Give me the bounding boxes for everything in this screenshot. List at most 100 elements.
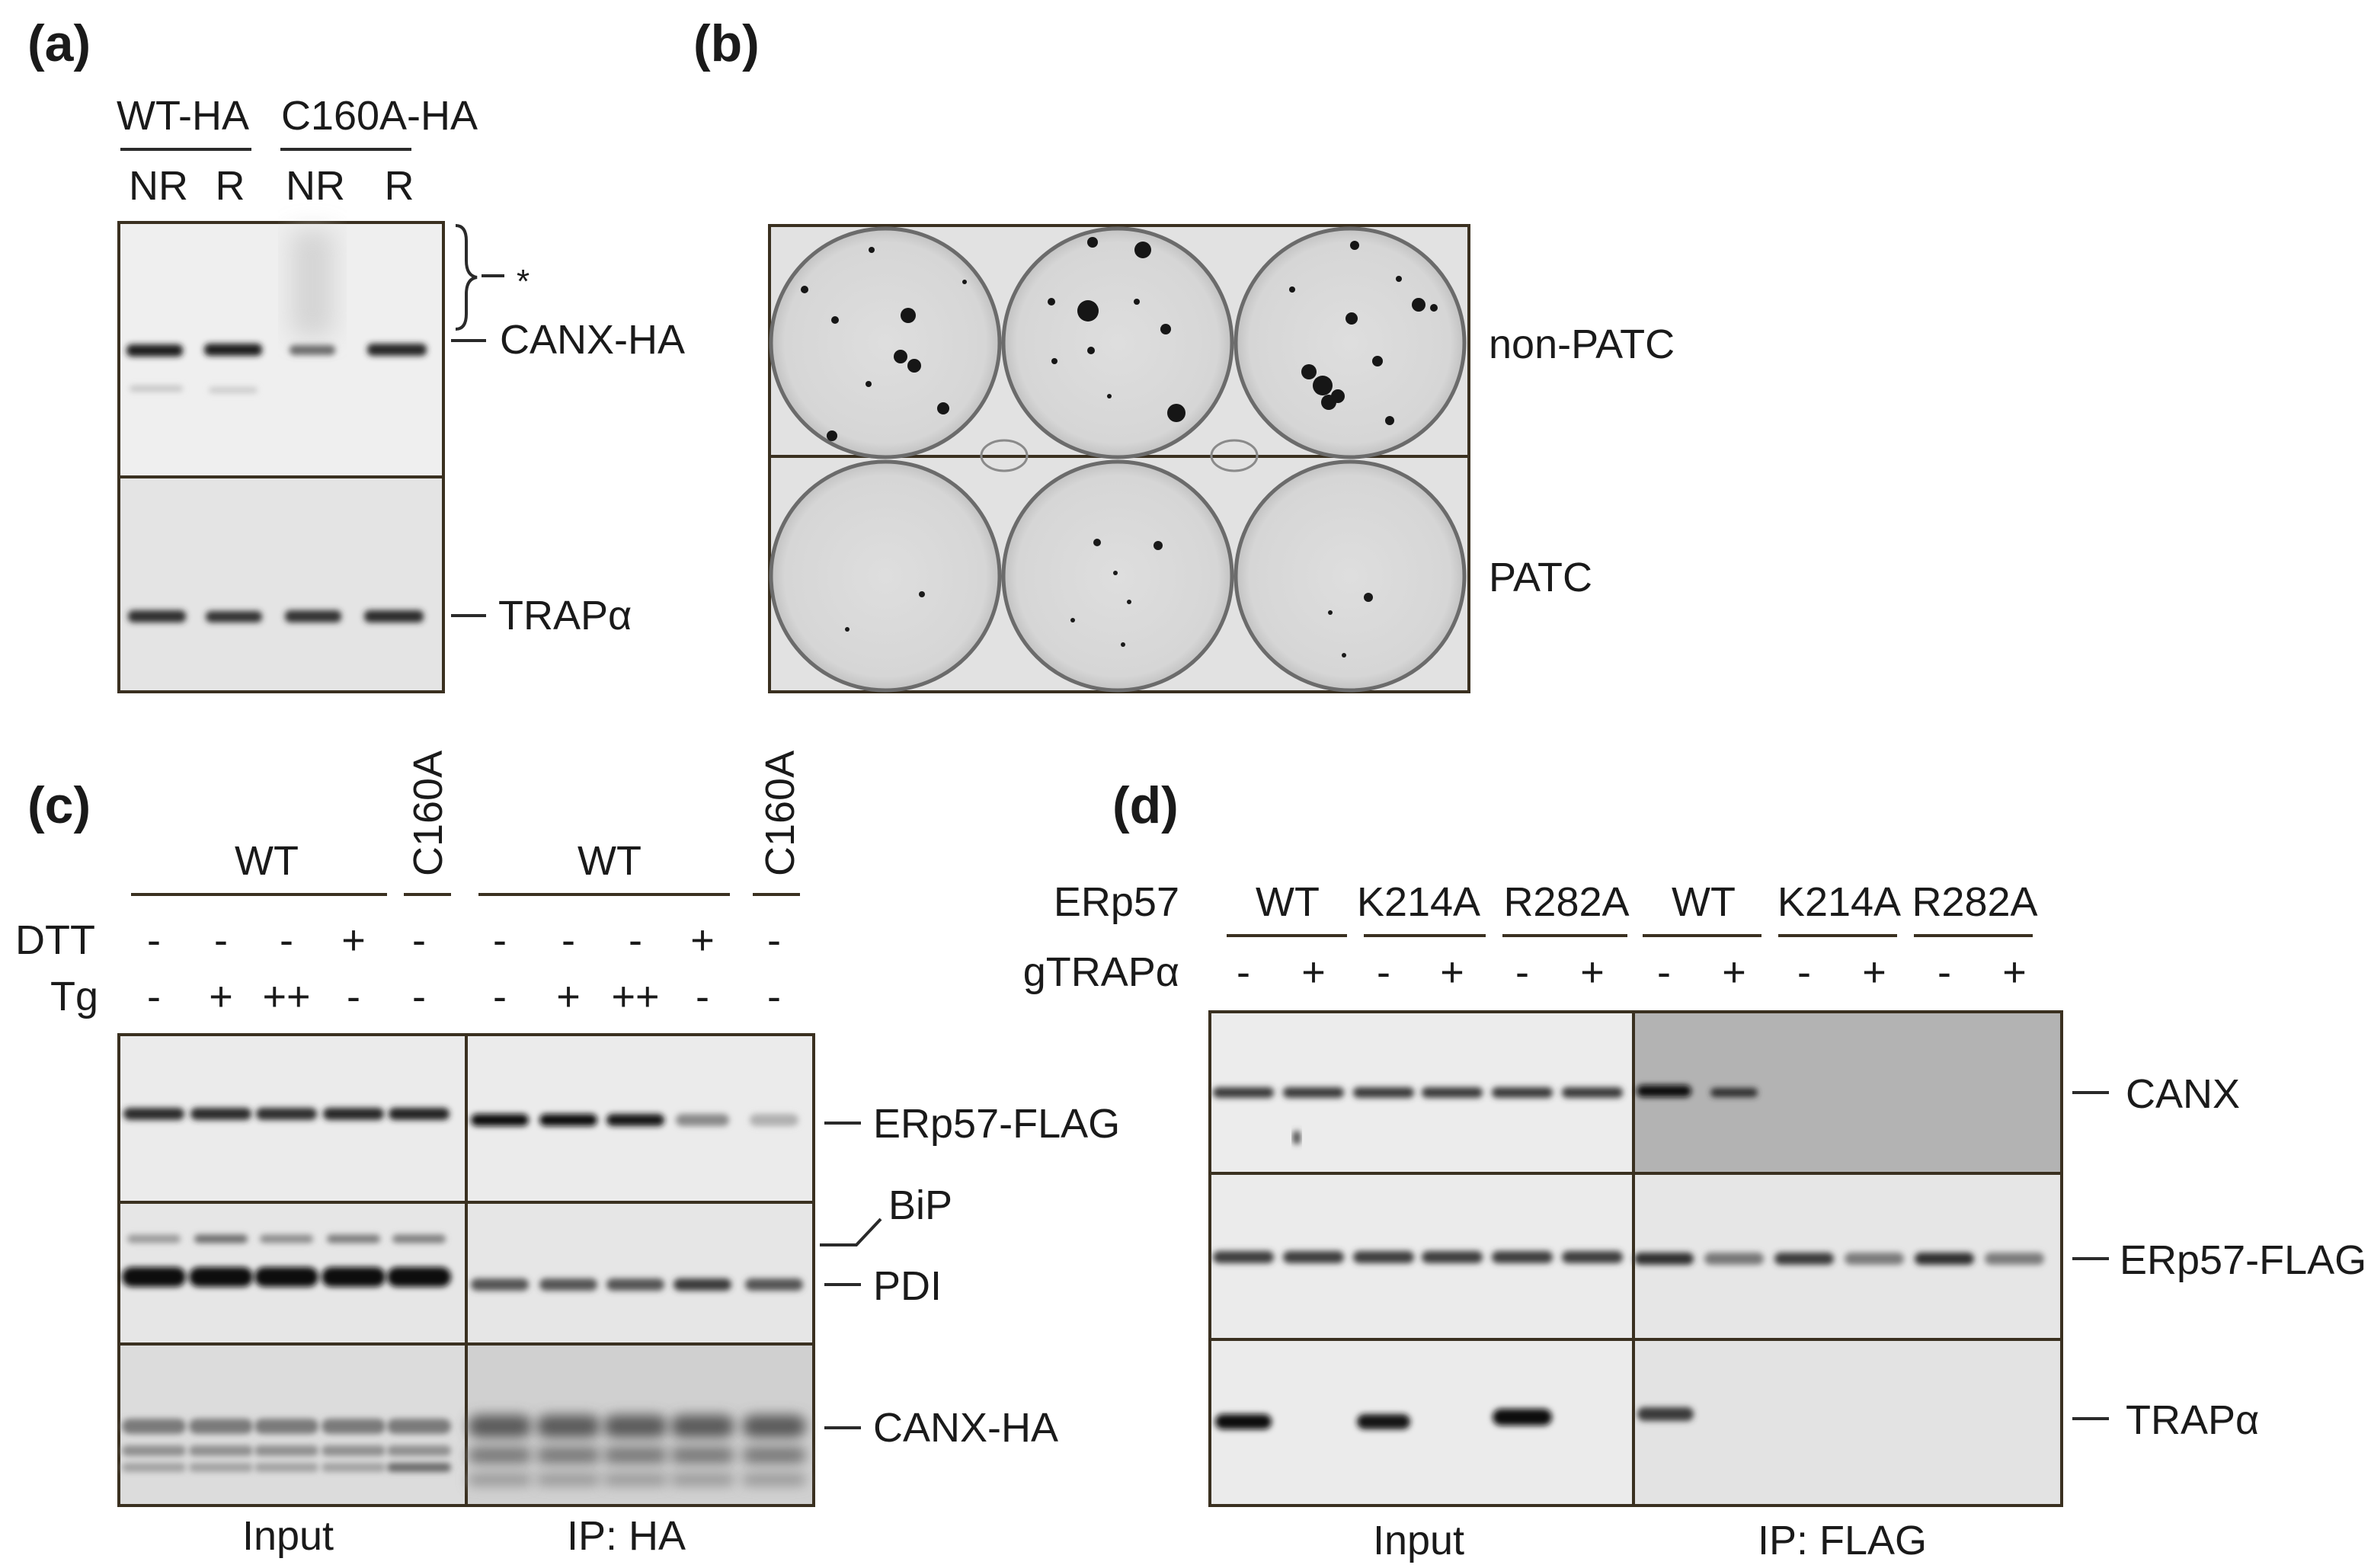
panel-b-wells <box>769 226 1467 693</box>
panel-c-band-canx-input-lower <box>387 1463 451 1472</box>
panel-d-band-erp57-ip <box>1704 1253 1764 1265</box>
panel-d-band-canx-input <box>1353 1087 1414 1098</box>
panel-a-lane-1: NR <box>129 163 188 209</box>
panel-d-group-label: K214A <box>1357 879 1480 925</box>
colony <box>1364 593 1373 602</box>
colony <box>1342 653 1346 658</box>
panel-c-band-erp57-input <box>389 1108 450 1120</box>
panel-c-band-erp57-ip <box>539 1114 597 1126</box>
panel-c-group-wt-input: WT <box>235 838 299 884</box>
well <box>1233 226 1467 459</box>
panel-a-smear <box>291 230 334 337</box>
panel-c-band-canx-input <box>189 1419 253 1434</box>
panel-d-gtrap-symbol: + <box>1580 949 1605 995</box>
panel-c-band-label-canx-ha: CANX-HA <box>873 1405 1058 1451</box>
colony <box>801 286 808 293</box>
panel-d-group-label: K214A <box>1777 879 1901 925</box>
panel-c-band-canx-input-lower <box>322 1463 386 1472</box>
colony <box>1289 286 1295 293</box>
colony <box>1077 300 1099 322</box>
panel-c-tg-symbol: - <box>493 974 507 1019</box>
well <box>769 226 1002 459</box>
panel-c-band-pdi-ip <box>606 1278 664 1291</box>
panel-c-band-bip-input <box>392 1234 446 1243</box>
panel-c-band-pdi-ip <box>539 1278 597 1291</box>
panel-d-band-label-erp57-flag: ERp57-FLAG <box>2120 1237 2366 1283</box>
panel-a-lane-3: NR <box>286 163 345 209</box>
colony <box>1345 312 1358 325</box>
colony <box>1121 642 1125 647</box>
panel-d-band-canx-input <box>1283 1087 1344 1098</box>
panel-a-band-trap-2 <box>206 611 262 622</box>
panel-c-row-label-dtt: DTT <box>15 917 95 963</box>
colony <box>1113 571 1118 575</box>
panel-d-group-label: WT <box>1672 879 1736 925</box>
colony <box>1051 358 1058 364</box>
panel-c-band-canx-input <box>254 1419 318 1434</box>
colony <box>1160 324 1171 334</box>
panel-c-group-wt-ip: WT <box>578 838 642 884</box>
panel-d-blot-ip-bottom <box>1632 1338 2063 1507</box>
panel-d-band-erp57-input <box>1422 1251 1483 1263</box>
well <box>1233 459 1467 693</box>
panel-c-band-canx-ip-lower <box>742 1474 806 1485</box>
colony <box>901 308 916 323</box>
panel-d-band-trap-ip <box>1637 1407 1694 1421</box>
panel-c-dtt-symbol: - <box>629 917 642 963</box>
colony <box>827 430 837 441</box>
colony <box>1087 237 1098 248</box>
panel-c-band-label-pdi: PDI <box>873 1263 942 1309</box>
panel-d-gtrap-symbol: + <box>1440 949 1464 995</box>
panel-c-band-canx-ip-lower <box>670 1474 734 1485</box>
panel-c-tg-symbol: - <box>696 974 709 1019</box>
panel-d-row-label-erp57: ERp57 <box>1054 879 1179 925</box>
panel-c-dtt-symbol: + <box>341 917 366 963</box>
panel-c-footer-input: Input <box>242 1513 334 1559</box>
panel-a-band-label-trap: TRAPα <box>498 593 632 638</box>
panel-b-row-label-non-patc: non-PATC <box>1489 322 1675 367</box>
panel-d-band-erp57-input <box>1213 1251 1274 1263</box>
panel-c-band-canx-ip-lower <box>468 1447 532 1464</box>
panel-c-band-pdi-ip <box>745 1278 803 1291</box>
panel-d-band-canx-input <box>1213 1087 1274 1098</box>
panel-c-band-pdi-ip <box>674 1278 731 1291</box>
panel-c: (c) WT C160A WT C160A DTT Tg ---+----+- … <box>15 750 1120 1559</box>
panel-c-band-canx-ip-lower <box>536 1447 600 1464</box>
panel-a-band-canx-1 <box>126 344 183 357</box>
panel-a-group-c160a-ha: C160A-HA <box>281 93 478 139</box>
panel-d-band-canx-input <box>1422 1087 1483 1098</box>
colony <box>1127 600 1131 604</box>
panel-c-band-bip-input <box>260 1234 313 1243</box>
colony <box>1350 241 1359 250</box>
colony <box>1154 541 1163 550</box>
panel-c-tg-symbol: - <box>412 974 426 1019</box>
panel-d-band-erp57-ip <box>1985 1253 2044 1265</box>
colony <box>1093 539 1101 546</box>
colony <box>1048 298 1055 306</box>
panel-c-blot-ip-mid <box>465 1201 815 1346</box>
panel-c-band-canx-input-lower <box>122 1445 186 1456</box>
panel-a-band-canx-2 <box>204 344 262 356</box>
panel-c-tg-symbols: -+++---+++-- <box>147 974 781 1019</box>
panel-d-gtrap-symbol: + <box>1301 949 1326 995</box>
plate-corner-mark <box>980 439 1029 472</box>
panel-c-tg-symbol: ++ <box>262 974 310 1019</box>
panel-d-gtrap-symbol: + <box>1862 949 1886 995</box>
well <box>1001 226 1234 459</box>
panel-c-band-canx-ip-lower <box>468 1474 532 1485</box>
panel-c-tg-symbol: - <box>767 974 781 1019</box>
panel-c-dtt-symbols: ---+----+- <box>147 917 781 963</box>
panel-c-band-bip-input <box>127 1234 181 1243</box>
panel-d-group-label: WT <box>1256 879 1320 925</box>
panel-d-bands <box>1213 1085 2044 1429</box>
panel-c-band-canx-ip-lower <box>670 1447 734 1464</box>
panel-c-band-erp57-ip <box>750 1114 798 1126</box>
colony <box>1134 242 1151 258</box>
panel-a-band-label-canx-ha: CANX-HA <box>500 317 685 363</box>
panel-d-letter: (d) <box>1112 776 1179 834</box>
panel-a-bracket <box>455 224 478 331</box>
panel-d-band-erp57-ip <box>1915 1253 1974 1265</box>
panel-c-band-canx-input <box>122 1419 186 1434</box>
panel-a-band-trap-3 <box>285 610 341 622</box>
